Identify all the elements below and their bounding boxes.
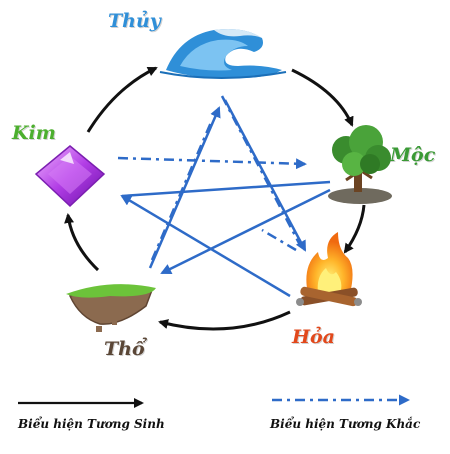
label-thuy: Thủy xyxy=(108,10,161,32)
khac-dashed-thuy-to-hoa xyxy=(220,95,302,246)
khac-solid-tho-to-thuy xyxy=(148,106,221,269)
sinh-arrow-hoa-to-tho xyxy=(158,310,291,331)
khac-solid-moc-to-tho xyxy=(160,188,331,275)
sinh-arrow-thuy-to-moc xyxy=(291,68,354,127)
tree-icon xyxy=(328,125,392,204)
khac-dashed-kim-to-moc xyxy=(117,156,307,170)
khac-star-arrows xyxy=(117,95,331,298)
khac-solid-moc-to-kim xyxy=(121,180,331,198)
sinh-arrow-tho-to-kim xyxy=(64,213,100,272)
khac-dashed-tho-to-thuy xyxy=(150,119,214,261)
khac-solid-thuy-to-hoa xyxy=(223,99,307,252)
earth-island-icon xyxy=(66,284,156,332)
label-hoa: Hỏa xyxy=(292,326,335,348)
label-kim: Kim xyxy=(12,122,56,144)
sinh-arrow-kim-to-thuy xyxy=(86,66,158,133)
sinh-cycle-arrows xyxy=(64,66,366,331)
label-moc: Mộc xyxy=(390,144,436,166)
sinh-arrow-moc-to-hoa xyxy=(343,204,366,254)
fire-icon xyxy=(296,232,362,307)
label-tho: Thổ xyxy=(104,338,145,360)
gem-icon xyxy=(34,145,106,208)
legend-sinh-label: Biểu hiện Tương Sinh xyxy=(18,417,165,431)
water-wave-icon xyxy=(159,29,287,79)
khac-dashed-hoa-to-tho xyxy=(261,228,297,252)
khac-solid-hoa-to-kim xyxy=(120,194,291,298)
legend-khac-label: Biểu hiện Tương Khắc xyxy=(270,417,421,431)
